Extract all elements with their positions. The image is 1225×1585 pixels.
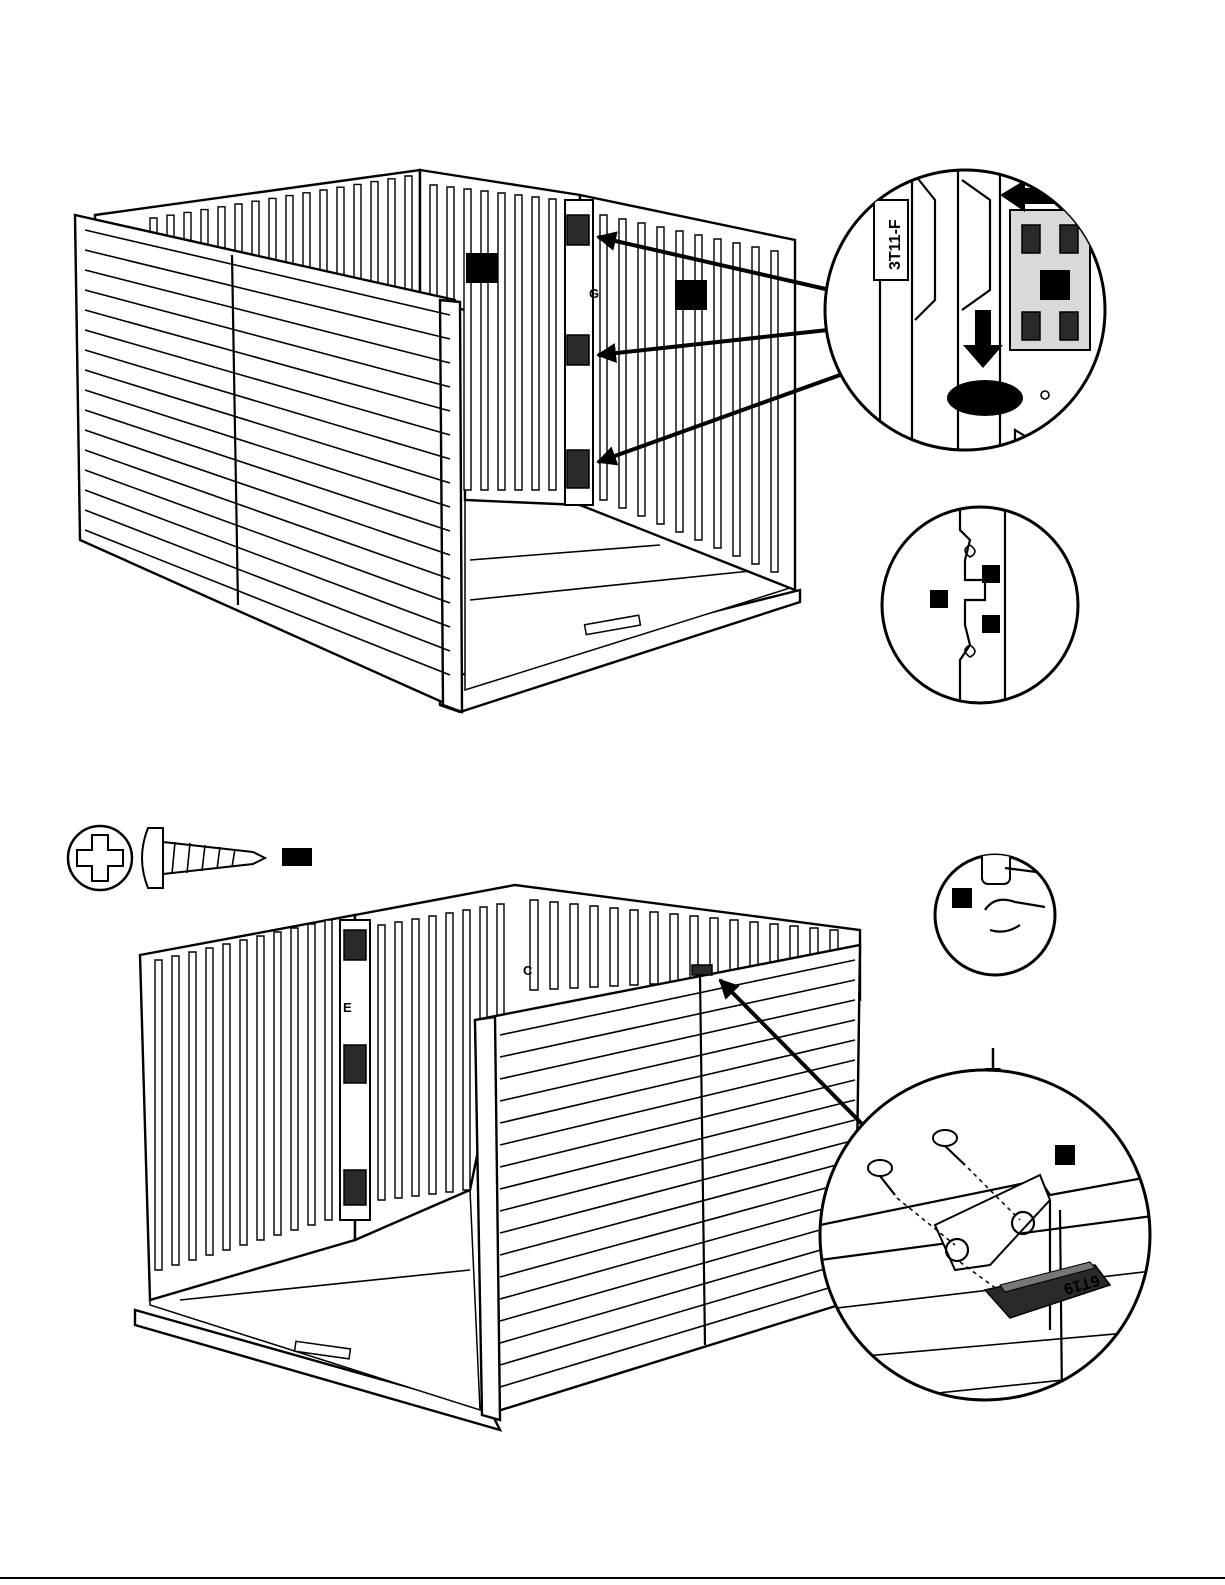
part-marker [1055, 1145, 1075, 1165]
front-wall [75, 215, 460, 710]
part-marker [982, 615, 1000, 633]
wall-rib [610, 908, 618, 986]
wall-rib [325, 920, 332, 1220]
wall-rib [570, 904, 578, 988]
quantity-marker [282, 848, 312, 866]
wall-rib [619, 219, 626, 508]
wall-rib [172, 956, 179, 1265]
black-oval-marker [947, 380, 1023, 416]
wall-rib [429, 916, 436, 1194]
front-wall-trim [475, 1017, 500, 1420]
wall-rib [515, 195, 522, 490]
wall-rib [590, 906, 598, 987]
strip-letter: E [343, 1000, 352, 1015]
detail-circle-clip-insert: 3T11-F [825, 160, 1105, 460]
strip-letter: G [589, 286, 599, 301]
wall-rib [155, 960, 162, 1270]
tool-circle-mallet [935, 850, 1060, 975]
screw-callout [68, 826, 312, 890]
wall-rib [630, 910, 638, 985]
wall-rib [206, 948, 213, 1255]
wall-rib [412, 919, 419, 1196]
wall-rib [257, 936, 264, 1240]
detail-circle-slot-profile [882, 500, 1078, 705]
wall-rib [771, 251, 778, 572]
wall-rib [498, 193, 505, 490]
part-marker [675, 280, 707, 310]
strip-letter: C [523, 963, 533, 978]
step-1-shed-illustration: G [75, 170, 840, 712]
part-marker [952, 888, 972, 908]
wall-rib [223, 944, 230, 1250]
wall-rib [189, 952, 196, 1260]
detail-circle-screw-bracket: 6T19 [820, 1070, 1160, 1400]
wall-rib [481, 191, 488, 490]
wall-rib [464, 189, 471, 490]
step-2-shed-illustration: E C [135, 885, 868, 1430]
part-marker [982, 565, 1000, 583]
wall-rib [714, 239, 721, 548]
wall-rib [638, 223, 645, 516]
wall-rib [549, 199, 556, 490]
part-marker [466, 253, 498, 283]
wall-rib [532, 197, 539, 490]
part-marker [1040, 270, 1070, 300]
wall-rib [463, 910, 470, 1190]
wall-rib [291, 928, 298, 1230]
part-marker [930, 590, 948, 608]
wall-rib [676, 231, 683, 532]
wall-rib [733, 243, 740, 556]
wall-rib [240, 940, 247, 1245]
wall-rib [378, 925, 385, 1200]
wall-rib [650, 912, 658, 984]
wall-rib [550, 902, 558, 989]
wall-rib [395, 922, 402, 1198]
wall-rib [670, 914, 678, 983]
panel-label: 3T11-F [887, 219, 904, 270]
wall-rib [274, 932, 281, 1235]
wall-rib [446, 913, 453, 1192]
wall-rib [657, 227, 664, 524]
wall-rib [308, 924, 315, 1225]
